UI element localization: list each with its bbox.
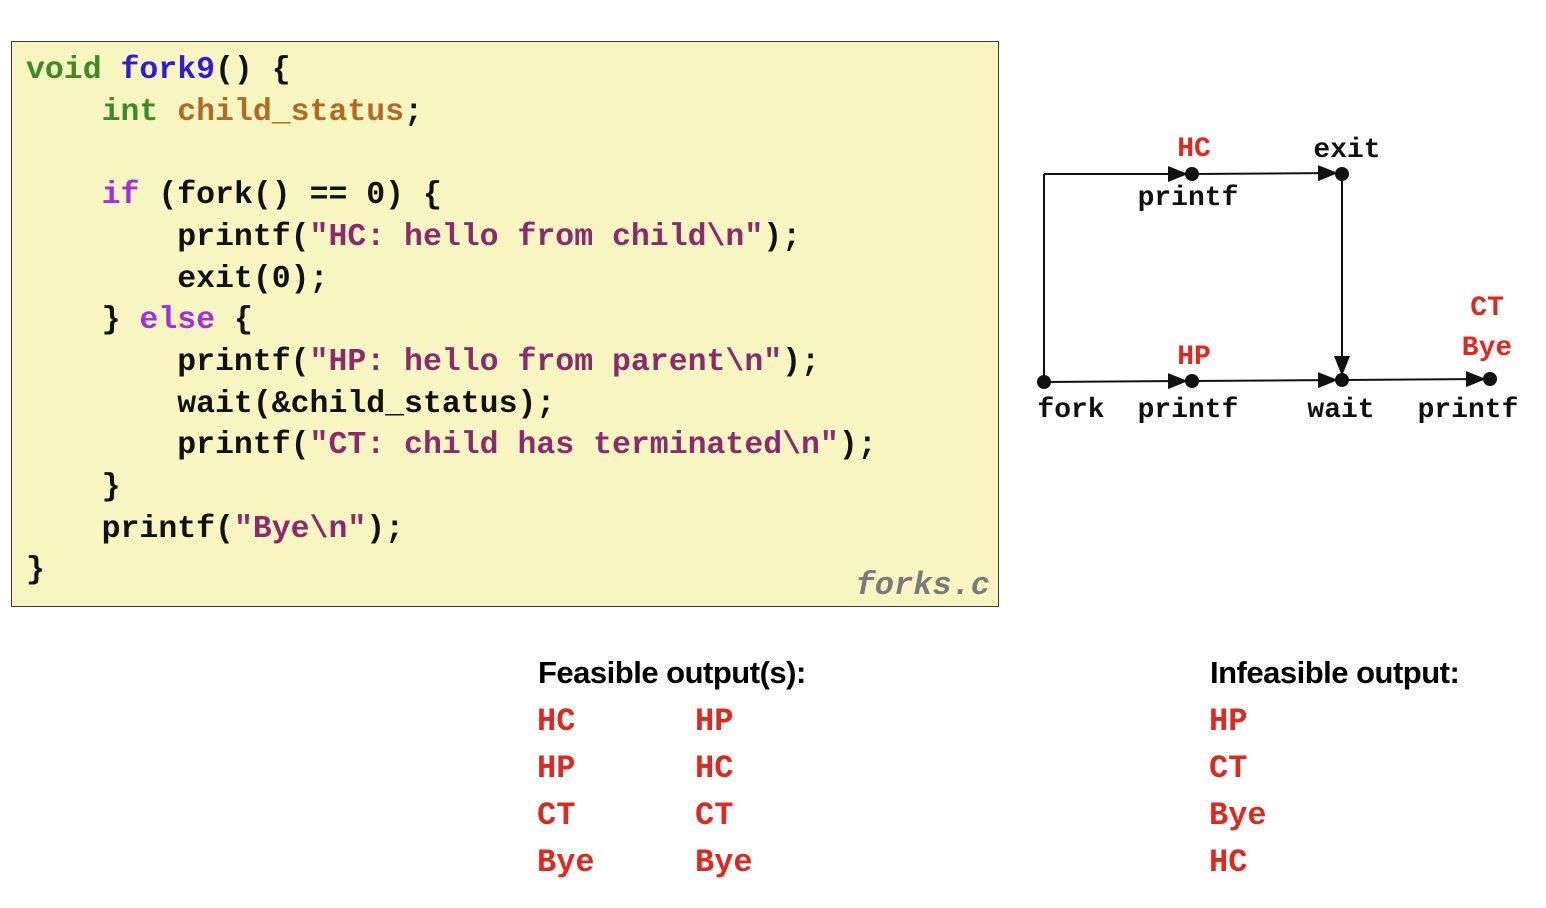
hp-label: HP [1177, 342, 1211, 373]
code-token: () { [215, 53, 291, 88]
hc-label: HC [1177, 134, 1211, 165]
code-line: printf("CT: child has terminated\n"); [26, 425, 877, 467]
output-line: HP [695, 703, 734, 740]
infeasible-title: Infeasible output: [1210, 655, 1460, 690]
code-token: (fork() == 0) { [139, 178, 442, 214]
code-token: ; [404, 94, 423, 130]
output-line: CT [695, 797, 734, 834]
code-token: printf( [26, 511, 234, 547]
code-token: } [26, 470, 121, 505]
code-token: ); [763, 219, 802, 255]
parent-printf-to-wait-edge [1191, 372, 1338, 389]
code-line: printf("HC: hello from child\n"); [26, 217, 801, 259]
fork-node [1037, 375, 1051, 389]
code-token: fork9 [120, 53, 216, 88]
bye-label: Bye [1462, 333, 1512, 364]
code-line: } [26, 467, 121, 509]
code-token: printf( [26, 344, 310, 380]
code-token: printf( [26, 219, 310, 255]
code-line: int child_status; [26, 92, 423, 134]
code-token: exit(0); [26, 261, 329, 297]
child-printf-label: printf [1138, 183, 1239, 214]
code-token: int [101, 94, 178, 130]
code-token: void [26, 53, 121, 88]
code-token: "HC: hello from child\n" [309, 219, 764, 255]
process-graph-svg: HC exit printf CT Bye HP fork printf wai… [1037, 134, 1519, 426]
code-token: "Bye\n" [233, 511, 367, 547]
code-token: ); [782, 344, 820, 380]
code-token: } [26, 553, 45, 589]
fork-to-parent-printf-edge [1043, 373, 1188, 390]
code-line: printf("HP: hello from parent\n"); [26, 342, 820, 384]
code-line: exit(0); [26, 259, 328, 301]
code-line: printf("Bye\n"); [26, 509, 404, 551]
output-line: HP [537, 750, 576, 787]
code-token: if [101, 178, 140, 214]
final-printf-node [1483, 372, 1497, 386]
code-token: wait(&child_status); [26, 386, 556, 422]
code-line: } else { [26, 300, 253, 342]
code-line: void fork9() { [26, 50, 291, 92]
output-line: HC [537, 703, 576, 740]
output-line: Bye [537, 844, 595, 881]
exit-label: exit [1313, 135, 1380, 166]
child-printf-node [1185, 167, 1199, 181]
feasible-output-column-2: HP HC CT Bye [695, 698, 753, 886]
code-token: "HP: hello from parent\n" [309, 344, 783, 380]
output-line: HP [1209, 703, 1248, 740]
code-token [26, 95, 102, 130]
code-token: ); [838, 428, 877, 464]
output-line: HC [695, 750, 734, 787]
process-graph: HC exit printf CT Bye HP fork printf wai… [1010, 120, 1546, 435]
ct-label: CT [1470, 293, 1504, 324]
output-line: CT [1209, 750, 1248, 787]
code-token: "CT: child has terminated\n" [309, 428, 839, 464]
feasible-output-column-1: HC HP CT Bye [537, 698, 595, 886]
final-printf-label: printf [1418, 395, 1519, 426]
code-line: if (fork() == 0) { [26, 175, 442, 217]
code-token: ); [366, 511, 405, 547]
output-line: CT [537, 797, 576, 834]
output-line: Bye [1209, 797, 1267, 834]
code-token: child_status [177, 94, 405, 130]
parent-printf-node [1185, 374, 1199, 388]
output-line: Bye [695, 844, 753, 881]
wait-to-final-printf-edge [1341, 371, 1486, 388]
feasible-title: Feasible output(s): [538, 655, 806, 690]
code-token: } [26, 303, 140, 339]
code-line: } [26, 550, 45, 592]
wait-label: wait [1307, 395, 1374, 426]
code-token [26, 178, 102, 213]
code-line: wait(&child_status); [26, 384, 555, 426]
exit-node [1335, 167, 1349, 181]
wait-node [1335, 373, 1349, 387]
fork-label: fork [1037, 395, 1104, 426]
output-line: HC [1209, 844, 1248, 881]
child-printf-to-exit-edge [1191, 165, 1338, 182]
code-token: { [215, 303, 253, 339]
parent-printf-label: printf [1138, 395, 1239, 426]
code-token: else [139, 303, 216, 339]
code-token: printf( [26, 428, 310, 464]
source-filename: forks.c [855, 567, 990, 604]
code-listing-box: void fork9() { int child_status; if (for… [11, 41, 999, 607]
